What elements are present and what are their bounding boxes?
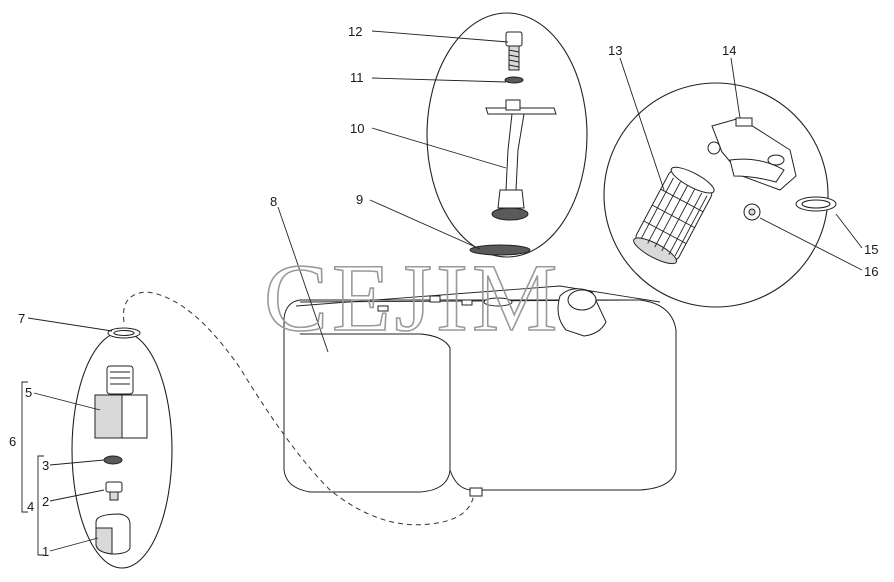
callout-6: 6 xyxy=(9,434,16,449)
callout-12: 12 xyxy=(348,24,362,39)
leader-lines xyxy=(27,30,863,552)
callout-1: 1 xyxy=(42,544,49,559)
fuel-gauge-sender-detail xyxy=(426,12,588,258)
filler-strainer-detail xyxy=(603,82,837,308)
drain-valve-detail xyxy=(21,327,173,569)
callout-8: 8 xyxy=(270,194,277,209)
callout-5: 5 xyxy=(25,385,32,400)
callout-2: 2 xyxy=(42,494,49,509)
connection-dashed-line xyxy=(122,291,475,526)
fuel-tank xyxy=(283,285,677,497)
callout-labels: 12 11 10 9 8 13 14 15 16 7 5 6 3 2 4 1 xyxy=(9,24,878,559)
callout-4: 4 xyxy=(27,499,34,514)
callout-11: 11 xyxy=(350,70,364,85)
callout-7: 7 xyxy=(18,311,25,326)
callout-14: 14 xyxy=(722,43,736,58)
callout-9: 9 xyxy=(356,192,363,207)
callout-10: 10 xyxy=(350,121,364,136)
callout-16: 16 xyxy=(864,264,878,279)
callout-15: 15 xyxy=(864,242,878,257)
watermark-text: CEJIM xyxy=(264,244,561,351)
callout-3: 3 xyxy=(42,458,49,473)
callout-13: 13 xyxy=(608,43,622,58)
